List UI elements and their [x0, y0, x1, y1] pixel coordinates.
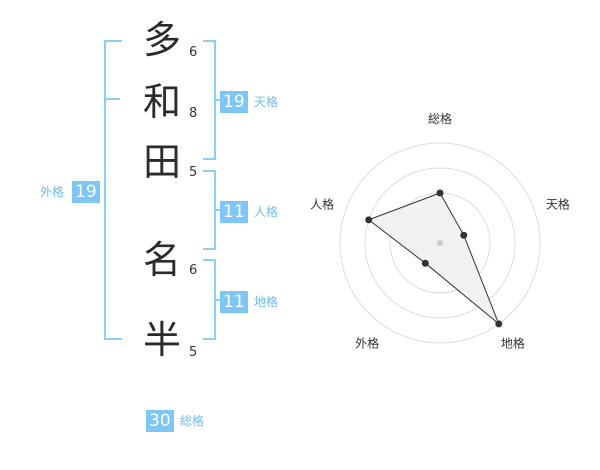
radar-axis-label-5: 人格 — [310, 197, 334, 212]
soukaku-badge: 30 — [146, 410, 174, 432]
stroke-count-2: 8 — [189, 106, 198, 121]
gaikaku-label: 外格 — [40, 185, 65, 199]
jinkaku-label: 人格 — [254, 205, 279, 219]
tenkaku-label: 天格 — [254, 95, 279, 109]
chikaku-bracket-tick — [214, 299, 220, 301]
radar-ring-3 — [364, 167, 516, 319]
radar-point-4 — [421, 259, 429, 267]
radar-axis-label-2: 天格 — [546, 197, 570, 212]
radar-axis-label-1: 総格 — [428, 111, 452, 126]
name-char-5: 半 — [142, 318, 181, 362]
jinkaku-badge: 11 — [220, 201, 248, 223]
name-char-2: 和 — [142, 80, 181, 124]
soukaku-label: 総格 — [180, 414, 205, 428]
name-char-1: 多 — [142, 18, 181, 62]
stroke-count-5: 5 — [189, 345, 198, 360]
radar-data-points — [365, 189, 503, 328]
stroke-count-4: 6 — [189, 263, 198, 278]
radar-ring-4 — [339, 142, 541, 344]
stroke-count-3: 5 — [189, 165, 198, 180]
radar-data-polygon — [367, 192, 500, 325]
stroke-count-1: 6 — [189, 45, 198, 60]
radar-point-3 — [495, 320, 503, 328]
radar-point-5 — [365, 216, 373, 224]
name-char-3: 田 — [142, 140, 181, 184]
radar-point-2 — [460, 231, 468, 239]
radar-axis-label-3: 地格 — [501, 335, 525, 350]
radar-point-1 — [436, 189, 444, 197]
tenkaku-bracket-tick — [214, 99, 220, 101]
chikaku-badge: 11 — [220, 291, 248, 313]
gaikaku-bracket-tick — [104, 98, 120, 100]
chikaku-label: 地格 — [254, 295, 279, 309]
jinkaku-bracket-tick — [214, 209, 220, 211]
radar-axis-label-4: 外格 — [355, 335, 379, 350]
gaikaku-badge: 19 — [72, 181, 100, 203]
radar-center-dot — [437, 240, 443, 246]
tenkaku-badge: 19 — [220, 91, 248, 113]
name-char-4: 名 — [142, 238, 181, 282]
gaikaku-bracket — [104, 40, 122, 340]
